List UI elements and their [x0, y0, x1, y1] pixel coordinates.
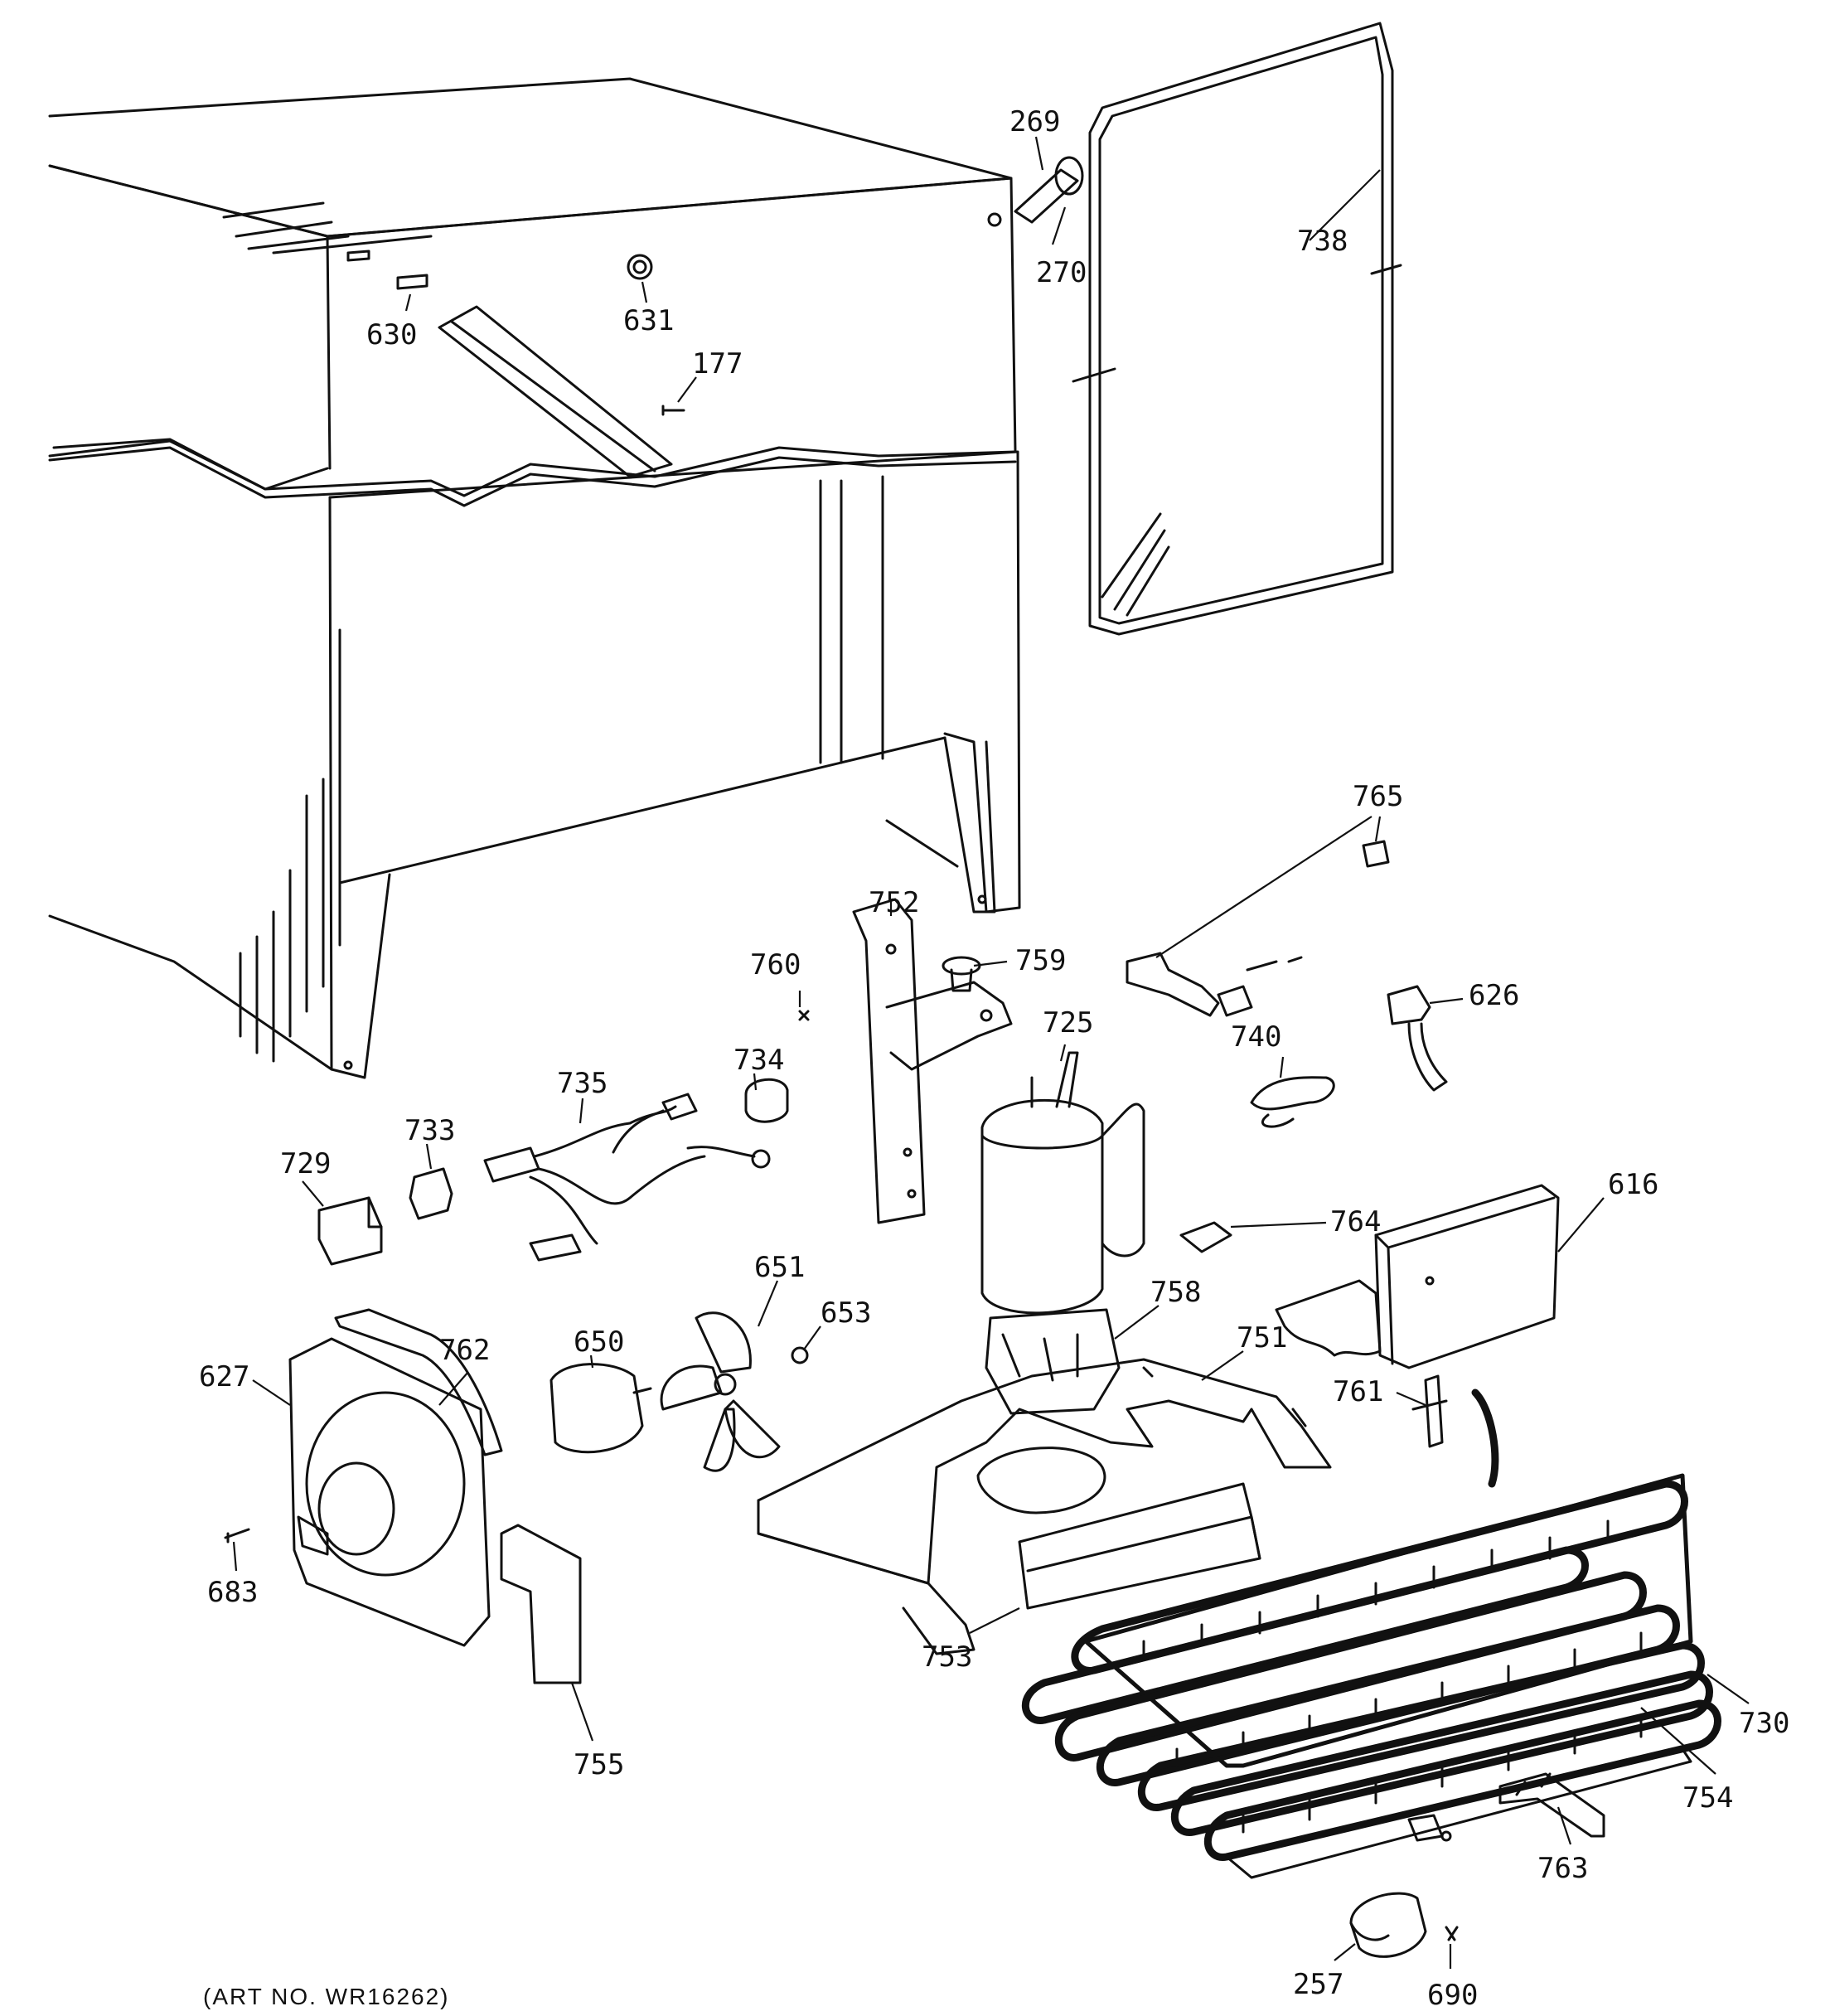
callout-labels: 269 270 738 630 631 177 765 752 760 759 … [199, 105, 1789, 2012]
callout-764: 764 [1330, 1205, 1381, 1238]
cabinet [48, 77, 1021, 1079]
fan-shroud-627 [288, 1337, 491, 1647]
callout-759: 759 [1015, 944, 1066, 977]
seal-762 [334, 1308, 503, 1456]
callout-653: 653 [821, 1296, 871, 1330]
door-gasket [1072, 22, 1402, 636]
callout-651: 651 [754, 1251, 805, 1284]
harness-765 [1126, 840, 1390, 1017]
mounting-bracket-752 [852, 898, 1013, 1224]
defrost-thermostat-626 [1387, 985, 1448, 1092]
callout-630: 630 [366, 318, 417, 351]
callout-650: 650 [574, 1325, 624, 1359]
callout-762: 762 [439, 1334, 490, 1367]
resistor-740 [1250, 1076, 1335, 1128]
screw-683 [224, 1528, 250, 1544]
callout-690: 690 [1427, 1979, 1478, 2012]
relay-729 [317, 1196, 383, 1266]
callout-755: 755 [574, 1748, 624, 1781]
callout-751: 751 [1237, 1321, 1287, 1354]
callout-626: 626 [1469, 979, 1519, 1012]
base-plate-754 [1225, 1747, 1692, 1879]
callout-761: 761 [1333, 1375, 1383, 1408]
callout-616: 616 [1608, 1168, 1658, 1201]
callout-269: 269 [1009, 105, 1060, 138]
callout-730: 730 [1739, 1707, 1789, 1740]
hinge-pin [1014, 156, 1084, 224]
art-number: (ART NO. WR16262) [203, 1984, 449, 2009]
callout-740: 740 [1231, 1020, 1281, 1054]
callout-729: 729 [280, 1147, 331, 1180]
compressor-725 [980, 1051, 1145, 1415]
callout-627: 627 [199, 1360, 249, 1393]
fan-blade-651 [660, 1311, 781, 1472]
callout-733: 733 [404, 1114, 455, 1147]
callout-734: 734 [733, 1044, 784, 1077]
grommet-257 [1349, 1892, 1427, 1958]
bracket-763 [1498, 1772, 1605, 1838]
capacitor-734 [744, 1078, 789, 1123]
callout-735: 735 [557, 1067, 608, 1100]
callout-763: 763 [1537, 1852, 1588, 1885]
base-pan-751 [757, 1358, 1332, 1655]
screw-760 [798, 1010, 810, 1021]
control-board-616 [1275, 1184, 1560, 1369]
callout-257: 257 [1293, 1968, 1343, 2001]
screw-690 [1445, 1926, 1459, 1941]
callout-177: 177 [692, 347, 743, 380]
callout-631: 631 [623, 304, 674, 337]
callout-753: 753 [922, 1640, 972, 1674]
nut-653 [791, 1346, 809, 1364]
callout-754: 754 [1682, 1781, 1733, 1815]
callout-738: 738 [1297, 225, 1348, 258]
callout-760: 760 [750, 948, 801, 981]
callout-270: 270 [1036, 256, 1087, 289]
clip-764 [1179, 1221, 1232, 1253]
condenser-coil-730 [1022, 1388, 1721, 1861]
cover-755 [500, 1524, 582, 1684]
callout-683: 683 [207, 1576, 258, 1609]
callout-725: 725 [1043, 1006, 1093, 1040]
bracket-761 [1411, 1374, 1448, 1448]
callout-765: 765 [1353, 780, 1403, 813]
leader-lines [232, 136, 1750, 1969]
callout-758: 758 [1150, 1276, 1201, 1309]
fan-motor-650 [549, 1363, 652, 1454]
wiring-harness-735 [483, 1093, 771, 1262]
overload-733 [409, 1167, 453, 1220]
callout-752: 752 [869, 886, 919, 919]
